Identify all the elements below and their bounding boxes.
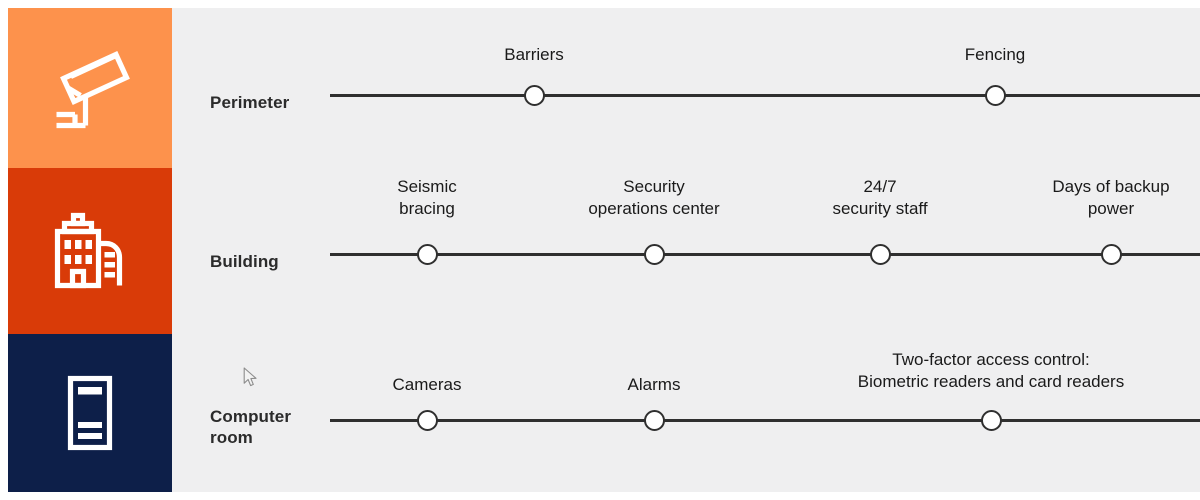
axis-line-computer-room bbox=[330, 419, 1200, 422]
node-label-barriers: Barriers bbox=[504, 45, 564, 64]
row-title-building: Building bbox=[210, 252, 279, 271]
node-label-cameras: Cameras bbox=[392, 375, 462, 394]
axis-line-building bbox=[330, 253, 1200, 256]
node-marker-security-operations-center[interactable] bbox=[643, 243, 665, 265]
icon-sidebar bbox=[8, 8, 172, 492]
node-label-security-operations-center: Security operations center bbox=[588, 177, 720, 218]
node-label-two-factor-access-control: Two-factor access control: Biometric rea… bbox=[857, 350, 1125, 391]
axis-line-perimeter bbox=[330, 94, 1200, 97]
node-marker-two-factor-access-control[interactable] bbox=[980, 409, 1002, 431]
server-tower-icon bbox=[67, 375, 113, 451]
office-building-icon bbox=[54, 212, 123, 289]
sidebar-panel-building[interactable] bbox=[8, 168, 172, 334]
node-marker-alarms[interactable] bbox=[643, 409, 665, 431]
node-label-security-staff: 24/7 security staff bbox=[832, 177, 928, 218]
node-label-alarms: Alarms bbox=[627, 375, 681, 394]
node-marker-security-staff[interactable] bbox=[869, 243, 891, 265]
node-label-fencing: Fencing bbox=[964, 45, 1026, 64]
node-label-backup-power: Days of backup power bbox=[1052, 177, 1170, 218]
diagram-panel: Perimeter Barriers Fencing Building Seis… bbox=[172, 8, 1200, 492]
sidebar-panel-perimeter[interactable] bbox=[8, 8, 172, 168]
security-camera-icon bbox=[56, 51, 130, 129]
node-marker-barriers[interactable] bbox=[523, 84, 545, 106]
sidebar-panel-computer-room[interactable] bbox=[8, 334, 172, 492]
node-marker-cameras[interactable] bbox=[416, 409, 438, 431]
node-label-seismic-bracing: Seismic bracing bbox=[397, 177, 457, 218]
node-marker-seismic-bracing[interactable] bbox=[416, 243, 438, 265]
row-title-computer-room: Computer room bbox=[210, 407, 292, 447]
node-marker-fencing[interactable] bbox=[984, 84, 1006, 106]
node-marker-backup-power[interactable] bbox=[1100, 243, 1122, 265]
row-title-perimeter: Perimeter bbox=[210, 93, 290, 112]
